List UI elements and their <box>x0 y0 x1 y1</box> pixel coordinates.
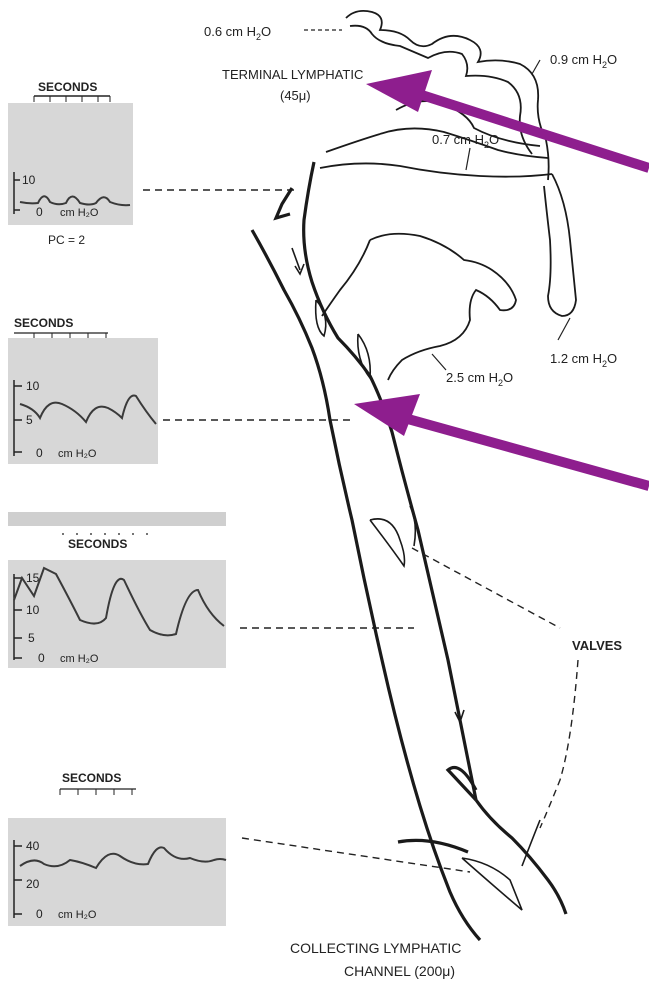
valve-leader-lower <box>540 660 578 828</box>
panel-3-unit: cm H₂O <box>60 653 99 665</box>
label-collecting-channel-size: CHANNEL (200μ) <box>344 963 455 979</box>
label-valves: VALVES <box>572 638 622 653</box>
valve-leader-upper <box>412 548 560 628</box>
panel-1-seconds-label: SECONDS <box>38 80 97 94</box>
pressure-panel-4: SECONDS 40 20 0 cm H₂O <box>8 771 226 926</box>
pressure-panel-2: SECONDS 10 5 0 cm H₂O <box>8 316 158 464</box>
panel-4-tick-0: 0 <box>36 907 43 921</box>
purple-arrow-collecting <box>354 394 649 486</box>
pressure-panel-3: SECONDS 15 10 5 0 cm H₂O <box>8 512 226 668</box>
label-pressure-1-2: 1.2 cm H2O <box>550 351 617 369</box>
panel-3-tick-10: 10 <box>26 603 40 617</box>
panel-3-tick-0: 0 <box>38 651 45 665</box>
panel-1-unit: cm H₂O <box>60 207 99 219</box>
panel-4-tick-20: 20 <box>26 877 40 891</box>
panel-2-tick-5: 5 <box>26 413 33 427</box>
panel-2-tick-10: 10 <box>26 379 40 393</box>
label-terminal-size: (45μ) <box>280 88 311 103</box>
panel-4-tick-40: 40 <box>26 839 40 853</box>
label-collecting-lymphatic: COLLECTING LYMPHATIC <box>290 940 461 956</box>
panel-2-tick-0: 0 <box>36 446 43 460</box>
panel-3-seconds-label: SECONDS <box>68 537 127 551</box>
panel-4-seconds-label: SECONDS <box>62 771 121 785</box>
panel-2-plot-area <box>8 338 158 464</box>
collecting-lymphatic-trunk <box>252 162 566 940</box>
pressure-panel-1: SECONDS 10 0 cm H₂O PC = 2 <box>8 80 133 247</box>
label-terminal-lymphatic: TERMINAL LYMPHATIC <box>222 67 363 82</box>
panel-4-unit: cm H₂O <box>58 909 97 921</box>
panel-1-pc-note: PC = 2 <box>48 233 85 247</box>
label-pressure-0-6: 0.6 cm H2O <box>204 24 271 42</box>
panel-2-unit: cm H₂O <box>58 448 97 460</box>
label-pressure-0-9: 0.9 cm H2O <box>550 52 617 70</box>
label-pressure-2-5: 2.5 cm H2O <box>446 370 513 388</box>
panel-2-seconds-label: SECONDS <box>14 316 73 330</box>
panel-3-tick-5: 5 <box>28 631 35 645</box>
panel-1-tick-10: 10 <box>22 173 36 187</box>
purple-arrow-terminal <box>366 70 649 168</box>
panel-1-tick-0: 0 <box>36 205 43 219</box>
